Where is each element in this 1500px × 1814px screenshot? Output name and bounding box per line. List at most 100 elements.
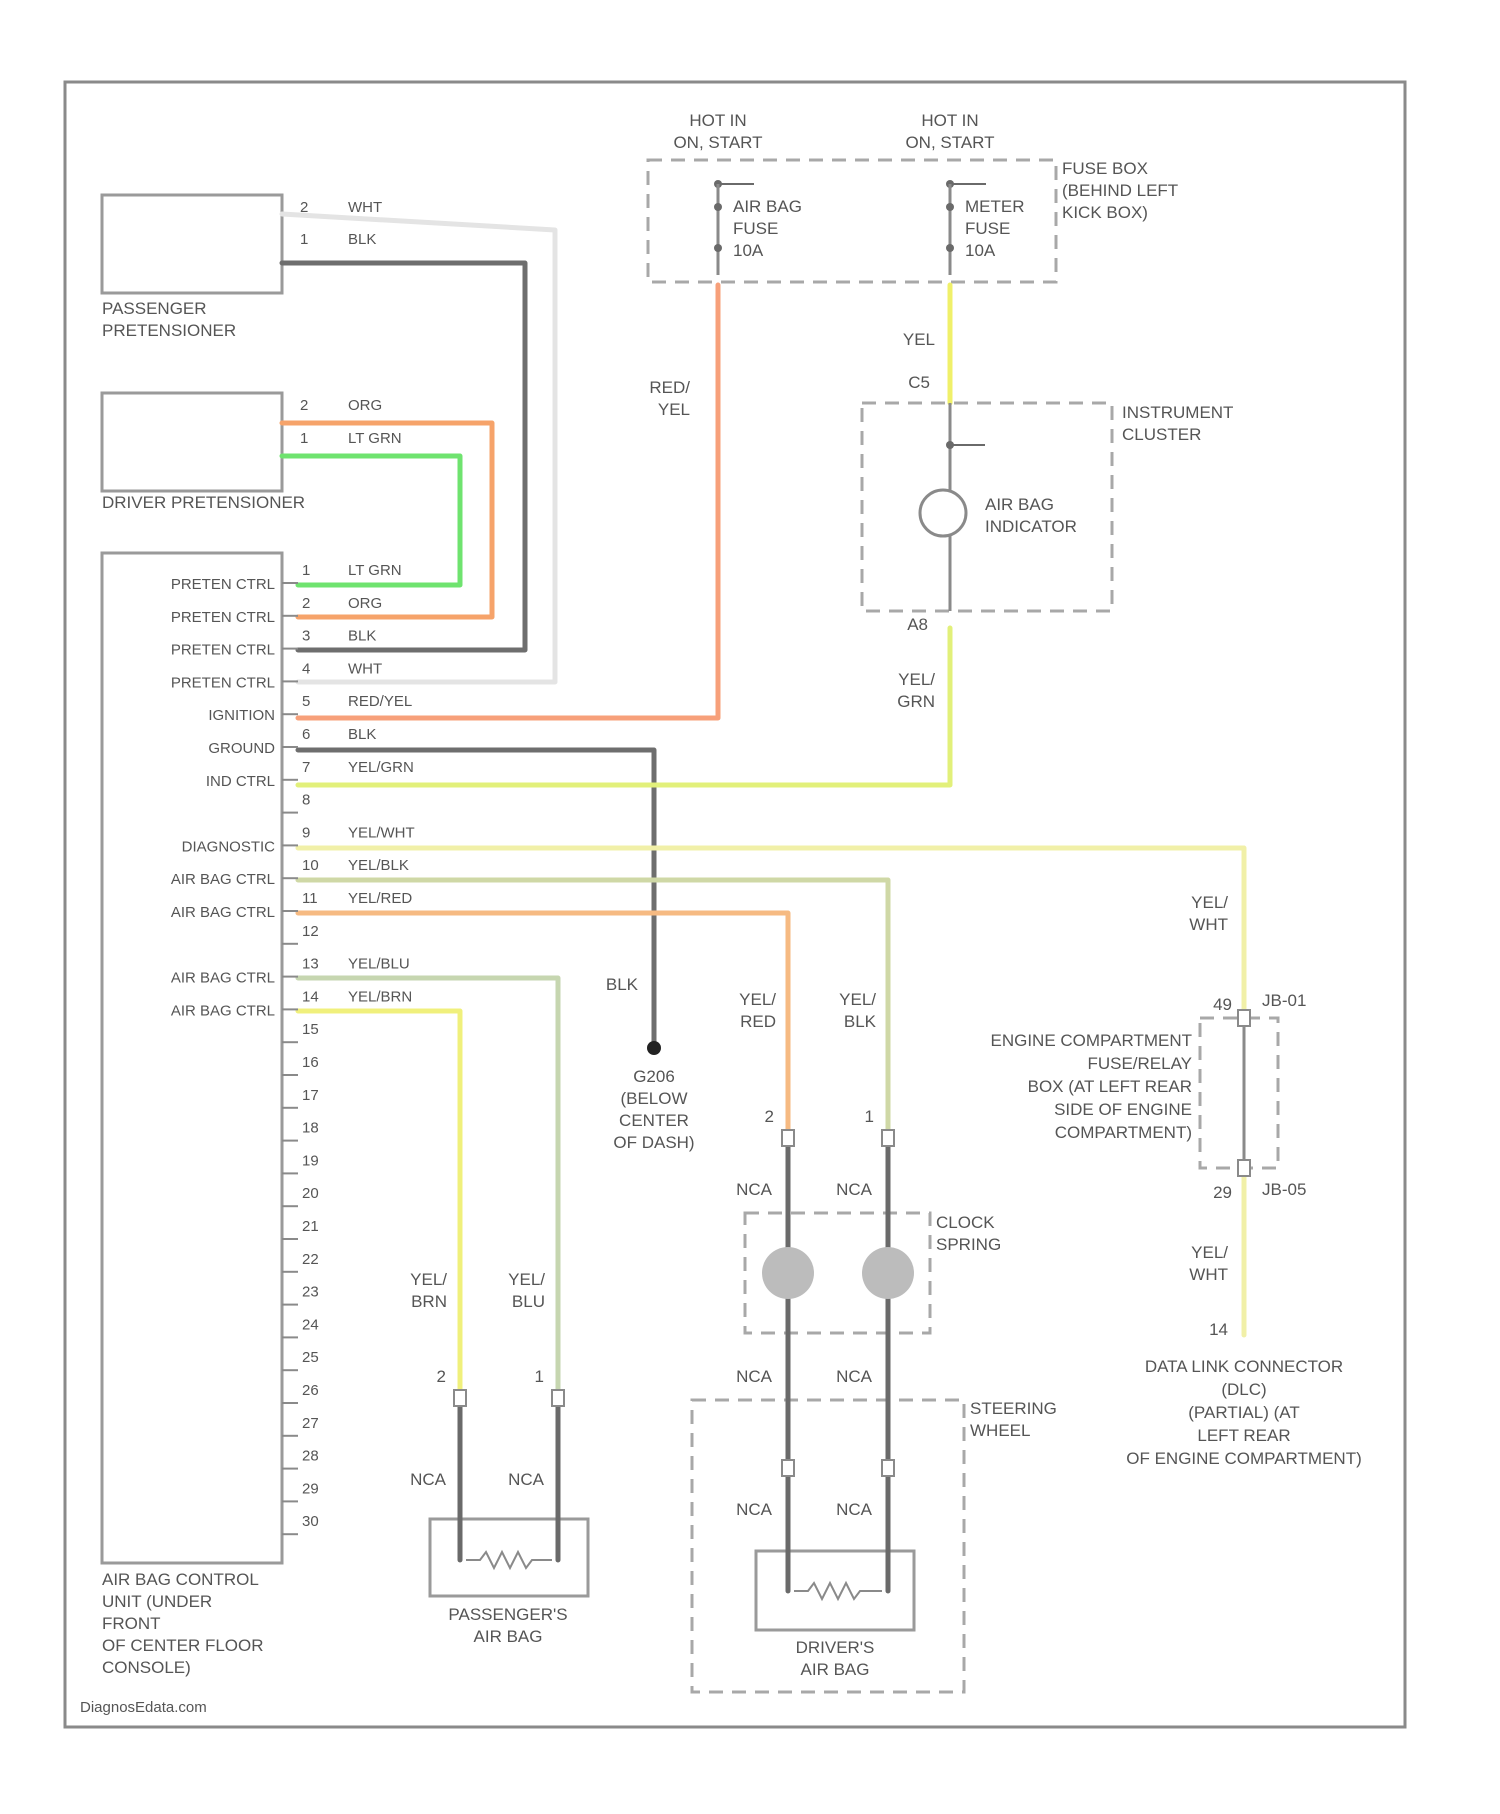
wire-red-yel-ignition — [298, 285, 718, 718]
driver-nca-right-c: NCA — [836, 1500, 873, 1519]
acu-pin-number-12: 12 — [302, 923, 319, 940]
passenger-pretensioner-wire-0: WHT — [348, 199, 382, 216]
acu-box — [102, 553, 282, 1563]
driver-nca-left-b: NCA — [736, 1367, 773, 1386]
dlc-wire-bottom-label: YEL/WHT — [1189, 1243, 1228, 1284]
passenger-airbag-pin-right: 1 — [535, 1367, 544, 1386]
acu-pin-name-7: IND CTRL — [206, 773, 275, 790]
acu-pin-number-25: 25 — [302, 1349, 319, 1366]
fuse-node-a-1 — [714, 203, 722, 211]
acu-pin-wire-3: BLK — [348, 628, 376, 645]
acu-pin-name-13: AIR BAG CTRL — [171, 970, 275, 987]
acu-pin-name-4: PRETEN CTRL — [171, 674, 275, 691]
driver-nca-left-c: NCA — [736, 1500, 773, 1519]
driver-airbag-label: DRIVER'SAIR BAG — [796, 1638, 875, 1679]
connector-pin-2 — [552, 1390, 564, 1406]
acu-pin-number-1: 1 — [302, 562, 310, 579]
air-bag-indicator-bulb — [920, 490, 966, 536]
acu-pin-number-6: 6 — [302, 726, 310, 743]
acu-pin-wire-4: WHT — [348, 660, 382, 677]
wire-yel-blu-passenger-airbag — [298, 978, 558, 1398]
ignition-wire-label: RED/YEL — [649, 378, 690, 419]
acu-pin-number-30: 30 — [302, 1513, 319, 1530]
acu-pin-number-27: 27 — [302, 1415, 319, 1432]
driver-nca-right-b: NCA — [836, 1367, 873, 1386]
ground-label: G206(BELOWCENTEROF DASH) — [613, 1067, 694, 1152]
fuse-box-label: FUSE BOX(BEHIND LEFTKICK BOX) — [1062, 159, 1178, 222]
acu-pin-number-24: 24 — [302, 1316, 319, 1333]
acu-pin-number-19: 19 — [302, 1152, 319, 1169]
wire-yel-red-driver-airbag — [298, 913, 788, 1138]
acu-pin-number-23: 23 — [302, 1284, 319, 1301]
acu-pin-number-20: 20 — [302, 1185, 319, 1202]
connector-pin-3 — [782, 1130, 794, 1146]
acu-pin-number-4: 4 — [302, 660, 310, 677]
driver-pretensioner-label: DRIVER PRETENSIONER — [102, 493, 305, 512]
acu-pin-wire-7: YEL/GRN — [348, 759, 414, 776]
acu-pin-name-3: PRETEN CTRL — [171, 642, 275, 659]
acu-pin-wire-1: LT GRN — [348, 562, 402, 579]
hot-label-1: HOT INON, START — [673, 111, 762, 152]
acu-pin-name-6: GROUND — [208, 740, 275, 757]
wire-wht-passenger-pretensioner — [282, 214, 555, 682]
passenger-pretensioner-pin-0: 2 — [300, 199, 308, 216]
driver-airbag-pin-right: 1 — [865, 1107, 874, 1126]
acu-pin-number-9: 9 — [302, 824, 310, 841]
passenger-nca-left: NCA — [410, 1470, 447, 1489]
acu-pin-number-7: 7 — [302, 759, 310, 776]
hot-label-2: HOT INON, START — [905, 111, 994, 152]
acu-pin-name-5: IGNITION — [208, 707, 275, 724]
passenger-airbag-pin-left: 2 — [437, 1367, 446, 1386]
fuse-relay-bottom-conn: JB-05 — [1262, 1180, 1306, 1199]
acu-pin-wire-6: BLK — [348, 726, 376, 743]
driver-nca-left-a: NCA — [736, 1180, 773, 1199]
acu-pin-number-26: 26 — [302, 1382, 319, 1399]
acu-pin-number-22: 22 — [302, 1251, 319, 1268]
ground-wire-label: BLK — [606, 975, 639, 994]
cluster-connector-bottom: A8 — [907, 615, 928, 634]
dlc-wire-top-label: YEL/WHT — [1189, 893, 1228, 934]
acu-pin-number-29: 29 — [302, 1480, 319, 1497]
acu-pin-number-3: 3 — [302, 628, 310, 645]
passenger-airbag-wire-left: YEL/BRN — [410, 1270, 447, 1311]
connector-pin-6 — [882, 1460, 894, 1476]
acu-pin-name-2: PRETEN CTRL — [171, 609, 275, 626]
acu-pin-number-5: 5 — [302, 693, 310, 710]
clock-spring-reel-right — [862, 1247, 914, 1299]
driver-pretensioner-pin-0: 2 — [300, 397, 308, 414]
fuse-relay-box-outline — [1200, 1018, 1278, 1168]
acu-pin-wire-5: RED/YEL — [348, 693, 412, 710]
ground-symbol — [647, 1041, 661, 1055]
connector-pin-7 — [1238, 1010, 1250, 1026]
acu-pin-name-11: AIR BAG CTRL — [171, 904, 275, 921]
passenger-airbag-box — [430, 1519, 588, 1596]
acu-pin-wire-11: YEL/RED — [348, 890, 412, 907]
acu-pin-wire-2: ORG — [348, 595, 382, 612]
passenger-pretensioner-wire-1: BLK — [348, 231, 376, 248]
connector-pin-4 — [882, 1130, 894, 1146]
dlc-pin: 14 — [1209, 1320, 1228, 1339]
acu-pin-number-17: 17 — [302, 1087, 319, 1104]
steering-wheel-label: STEERINGWHEEL — [970, 1399, 1057, 1440]
wire-yel-brn-passenger-airbag — [298, 1011, 460, 1398]
fuse-node-b-2 — [946, 244, 954, 252]
fuse-relay-top-pin: 49 — [1213, 995, 1232, 1014]
passenger-pretensioner-box — [102, 195, 282, 293]
passenger-pretensioner-label: PASSENGERPRETENSIONER — [102, 299, 236, 340]
fuse-node-a-2 — [946, 203, 954, 211]
fuse-relay-bottom-pin: 29 — [1213, 1183, 1232, 1202]
acu-pin-number-21: 21 — [302, 1218, 319, 1235]
acu-pin-number-14: 14 — [302, 988, 319, 1005]
acu-pin-number-15: 15 — [302, 1021, 319, 1038]
passenger-nca-right: NCA — [508, 1470, 545, 1489]
